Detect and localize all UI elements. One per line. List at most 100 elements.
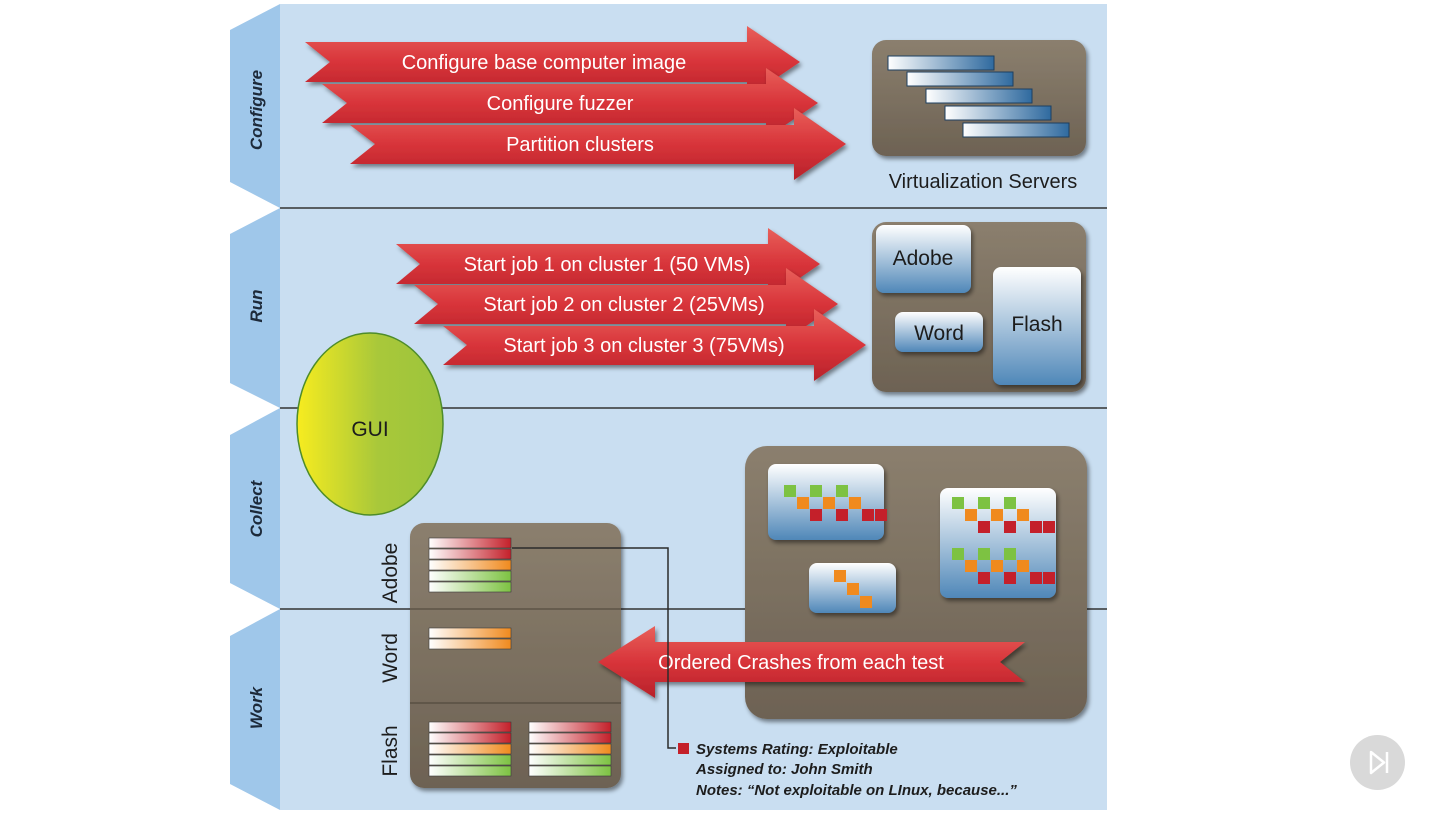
crash-stack-bar <box>528 743 612 755</box>
note-connector <box>512 547 676 749</box>
crash-stack-bar <box>528 765 612 777</box>
crash-square <box>810 485 822 497</box>
crash-square <box>991 509 1003 521</box>
gui-label: GUI <box>351 418 388 441</box>
crash-square <box>797 497 809 509</box>
crash-square <box>810 509 822 521</box>
crash-square <box>1030 572 1042 584</box>
app-adobe: Adobe <box>876 225 971 293</box>
configure-arrow-1: Configure base computer image <box>305 26 800 98</box>
run-step-label: Start job 1 on cluster 1 (50 VMs) <box>464 254 751 276</box>
gui-ellipse: GUI <box>296 332 444 516</box>
phase-tab-run: Run <box>230 208 280 408</box>
note-assigned: Assigned to: John Smith <box>695 761 873 778</box>
run-arrow-1: Start job 1 on cluster 1 (50 VMs) <box>396 228 820 300</box>
crash-square <box>965 509 977 521</box>
crash-square <box>1043 521 1055 533</box>
crash-stack-bar <box>428 570 512 582</box>
crash-stack-bar <box>428 743 512 755</box>
crash-square <box>1004 572 1016 584</box>
crash-stack-bar <box>428 537 512 549</box>
app-flash-label: Flash <box>1011 313 1062 336</box>
crash-stack-bar <box>428 548 512 560</box>
rating-marker <box>678 743 689 754</box>
work-row-label-adobe: Adobe <box>379 543 402 604</box>
crash-square <box>1043 572 1055 584</box>
crash-square <box>836 485 848 497</box>
crash-square <box>965 560 977 572</box>
note-notes: Notes: “Not exploitable on LInux, becaus… <box>696 782 1017 799</box>
crash-stack-bar <box>428 627 512 639</box>
crash-square <box>849 497 861 509</box>
crash-square <box>834 570 846 582</box>
crash-stack-bar <box>428 732 512 744</box>
crash-stack-bar <box>428 721 512 733</box>
crash-square <box>784 485 796 497</box>
crash-square <box>978 521 990 533</box>
configure-step-label: Configure base computer image <box>402 52 687 74</box>
configure-arrow-2: Configure fuzzer <box>322 68 818 138</box>
work-box <box>410 523 621 788</box>
crash-stack-bar <box>528 732 612 744</box>
crash-square <box>836 509 848 521</box>
servers-label: Virtualization Servers <box>889 171 1078 193</box>
crash-square <box>823 497 835 509</box>
server-bar <box>962 122 1070 138</box>
configure-step-label: Configure fuzzer <box>487 93 634 115</box>
phase-tab-configure: Configure <box>230 4 280 208</box>
crash-square <box>1004 548 1016 560</box>
crash-stack-bar <box>428 581 512 593</box>
virtualization-servers-box <box>872 40 1086 156</box>
app-word: Word <box>895 312 983 352</box>
crash-stack-bar <box>428 765 512 777</box>
configure-step-label: Partition clusters <box>506 134 654 156</box>
apps-box: Adobe Word Flash <box>872 222 1086 392</box>
crash-square <box>978 497 990 509</box>
crash-stack-bar <box>428 754 512 766</box>
configure-arrow-3: Partition clusters <box>350 108 846 180</box>
crash-square <box>875 509 887 521</box>
crashes-label: Ordered Crashes from each test <box>658 652 944 674</box>
crash-square <box>978 548 990 560</box>
crash-stack-bar <box>428 559 512 571</box>
crash-square <box>1017 560 1029 572</box>
phase-label-work: Work <box>247 685 266 729</box>
note-rating: Systems Rating: Exploitable <box>696 741 898 758</box>
run-step-label: Start job 3 on cluster 3 (75VMs) <box>503 335 784 357</box>
work-stacks <box>428 537 612 777</box>
app-word-label: Word <box>914 322 964 345</box>
crash-square <box>862 509 874 521</box>
phase-label-run: Run <box>247 289 266 322</box>
crash-square <box>952 497 964 509</box>
crash-square <box>1004 497 1016 509</box>
crash-square <box>991 560 1003 572</box>
skip-forward-icon <box>1369 750 1389 775</box>
crash-stack-bar <box>528 721 612 733</box>
phase-label-configure: Configure <box>247 70 266 150</box>
run-step-label: Start job 2 on cluster 2 (25VMs) <box>483 294 764 316</box>
crash-squares <box>784 485 1055 608</box>
crash-square <box>1017 509 1029 521</box>
crash-square <box>952 548 964 560</box>
work-row-label-word: Word <box>379 633 402 683</box>
phase-label-collect: Collect <box>247 479 266 537</box>
crash-stack-bar <box>528 754 612 766</box>
rating-note: Systems Rating: Exploitable Assigned to:… <box>678 741 1017 799</box>
app-flash: Flash <box>993 267 1081 385</box>
crash-square <box>1004 521 1016 533</box>
ordered-crashes-arrow: Ordered Crashes from each test <box>598 626 1025 698</box>
crash-square <box>1030 521 1042 533</box>
run-arrow-3: Start job 3 on cluster 3 (75VMs) <box>443 309 866 381</box>
crash-square <box>847 583 859 595</box>
server-bar <box>906 71 1014 87</box>
next-slide-button[interactable] <box>1350 735 1405 790</box>
crash-square <box>860 596 872 608</box>
server-bar <box>925 88 1033 104</box>
work-row-label-flash: Flash <box>379 725 402 776</box>
phase-tab-work: Work <box>230 609 280 810</box>
server-bar <box>887 55 995 71</box>
phase-tab-collect: Collect <box>230 408 280 609</box>
crash-stack-bar <box>428 638 512 650</box>
server-bar <box>944 105 1052 121</box>
